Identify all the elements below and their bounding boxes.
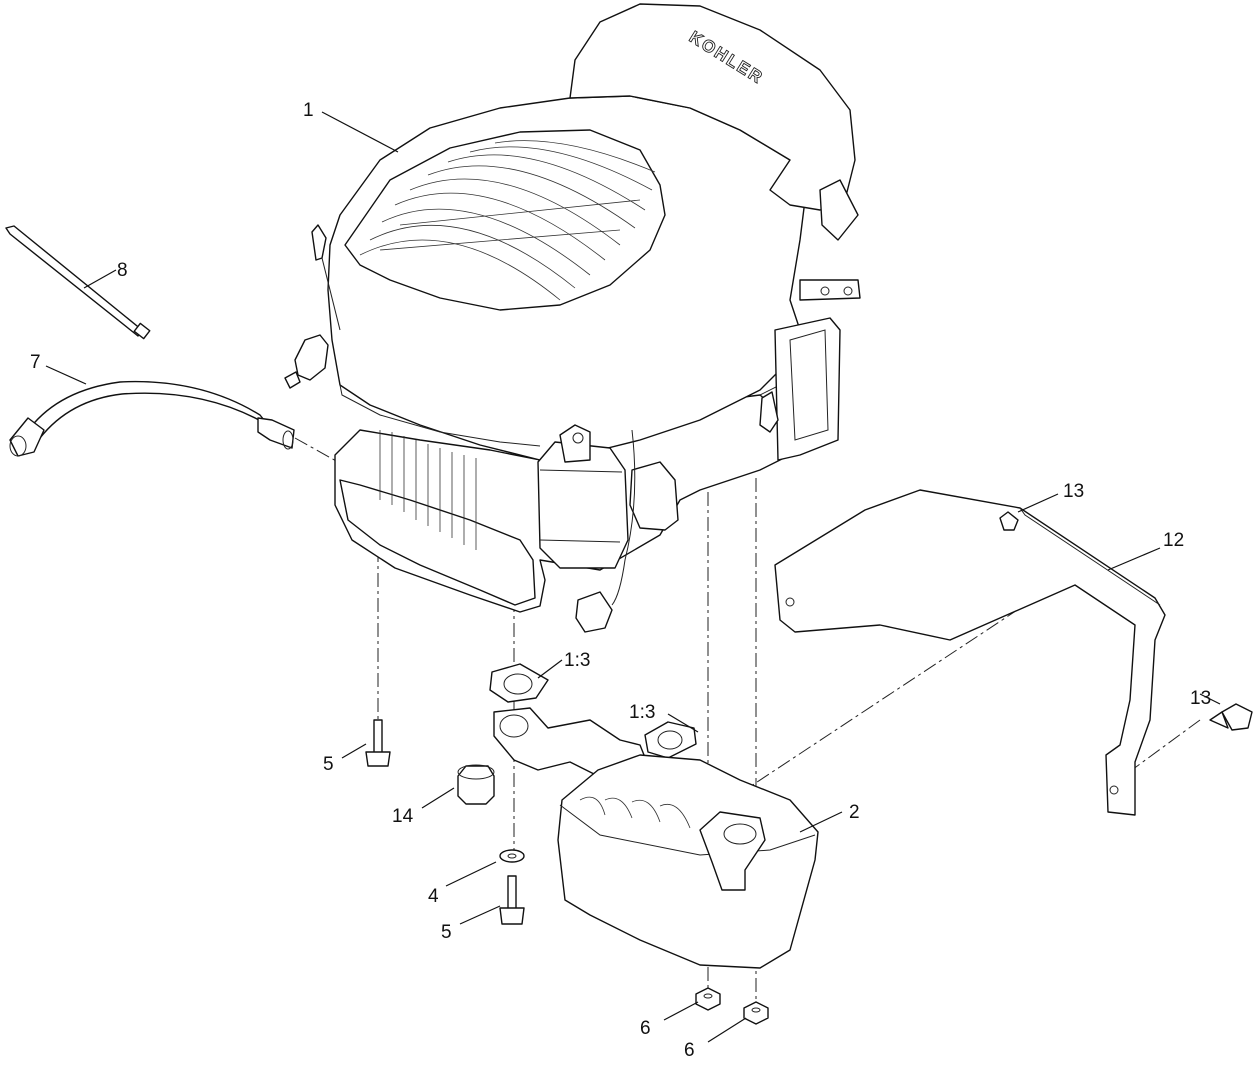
leader-line-12 xyxy=(1107,547,1161,571)
shield-bolt-upper xyxy=(999,493,1059,531)
leader-line-2 xyxy=(799,811,843,833)
cable-tie xyxy=(5,225,151,340)
exhaust-gasket-lower xyxy=(644,713,699,759)
heat-shield xyxy=(774,489,1166,816)
flange-bolt-left xyxy=(341,719,391,767)
shield-bolt-side xyxy=(1199,693,1253,731)
leader-line-8 xyxy=(83,269,117,289)
callout-1: 1 xyxy=(303,100,314,121)
callout-5-center: 5 xyxy=(441,922,452,943)
callout-14: 14 xyxy=(392,806,414,827)
muffler xyxy=(493,707,843,969)
callout-gasket-ratio-lower: 1:3 xyxy=(629,702,655,723)
callout-13-side: 13 xyxy=(1190,688,1211,709)
callout-6-right: 6 xyxy=(684,1040,695,1061)
callout-6-left: 6 xyxy=(640,1018,651,1039)
callout-4: 4 xyxy=(428,886,439,907)
exhaust-gasket-upper xyxy=(489,659,563,703)
callout-8: 8 xyxy=(117,260,128,281)
washer xyxy=(445,849,525,887)
fuel-hose xyxy=(9,365,295,457)
callout-7: 7 xyxy=(30,352,41,373)
grille-slats xyxy=(359,140,656,301)
leader-line-7 xyxy=(45,365,87,385)
flange-nut-right xyxy=(707,1001,769,1043)
callout-13-upper: 13 xyxy=(1063,481,1084,502)
callout-gasket-ratio-upper: 1:3 xyxy=(564,650,590,671)
flange-bolt-center xyxy=(459,875,525,925)
flange-nut-left xyxy=(663,987,721,1021)
exhaust-spacer xyxy=(421,764,495,809)
engine-assembly: KOHLER xyxy=(284,3,861,633)
callout-12: 12 xyxy=(1163,530,1184,551)
callout-2: 2 xyxy=(849,802,860,823)
leader-line-1 xyxy=(321,111,399,153)
callout-5-left: 5 xyxy=(323,754,334,775)
